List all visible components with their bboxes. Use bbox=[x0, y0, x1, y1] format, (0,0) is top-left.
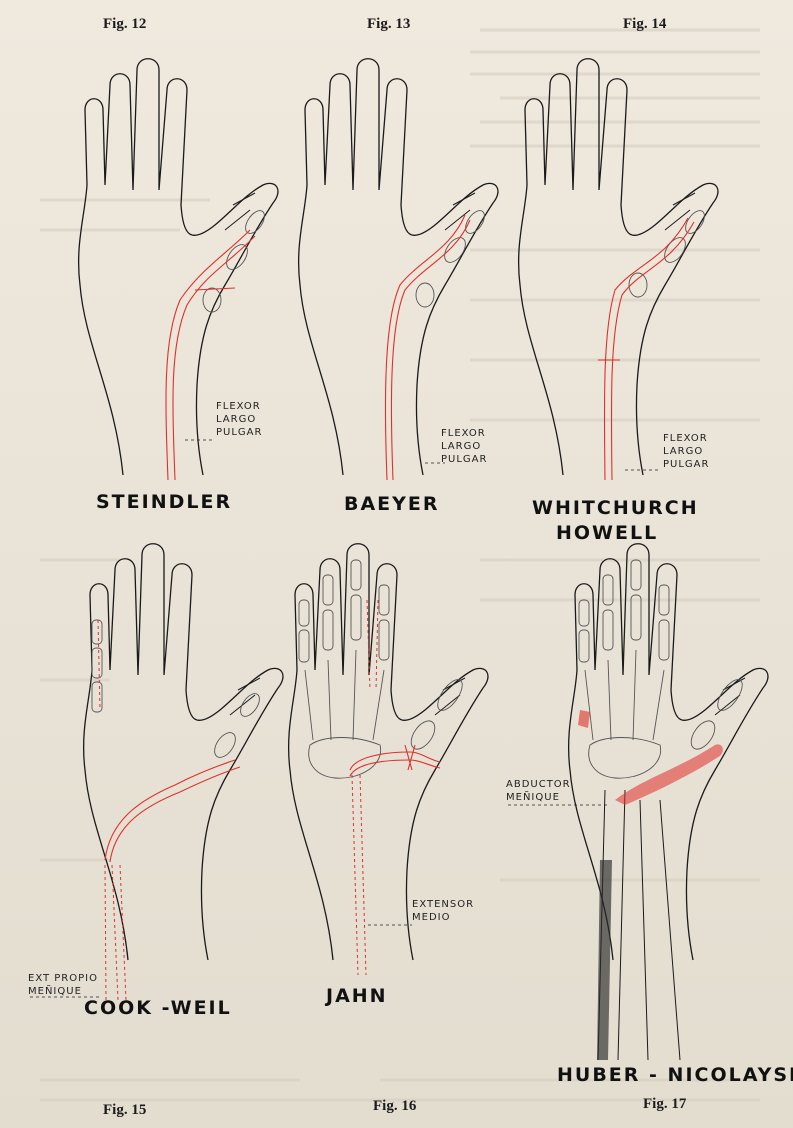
fig15-name: COOK -WEIL bbox=[84, 997, 232, 1019]
fig14-name-2: HOWELL bbox=[556, 522, 658, 544]
fig17-number: Fig. 17 bbox=[643, 1096, 686, 1113]
fig16-tendon bbox=[350, 745, 440, 776]
fig17-name: HUBER - NICOLAYSEN bbox=[557, 1064, 793, 1086]
fig12-name: STEINDLER bbox=[96, 491, 232, 513]
fig13-name: BAEYER bbox=[344, 493, 440, 515]
fig15-hand bbox=[30, 544, 283, 1000]
fig12-number: Fig. 12 bbox=[103, 16, 146, 33]
fig13-number: Fig. 13 bbox=[367, 16, 410, 33]
fig12-tendon bbox=[166, 230, 255, 480]
fig15-tendon bbox=[105, 760, 240, 862]
fig14-number: Fig. 14 bbox=[623, 16, 666, 33]
fig16-name: JAHN bbox=[326, 985, 388, 1007]
fig14-hand bbox=[519, 59, 718, 480]
fig13-hand bbox=[299, 59, 498, 480]
fig16-number: Fig. 16 bbox=[373, 1098, 416, 1115]
fig15-number: Fig. 15 bbox=[103, 1102, 146, 1119]
fig17-muscle bbox=[615, 744, 723, 805]
fig14-name-1: WHITCHURCH bbox=[532, 497, 699, 519]
